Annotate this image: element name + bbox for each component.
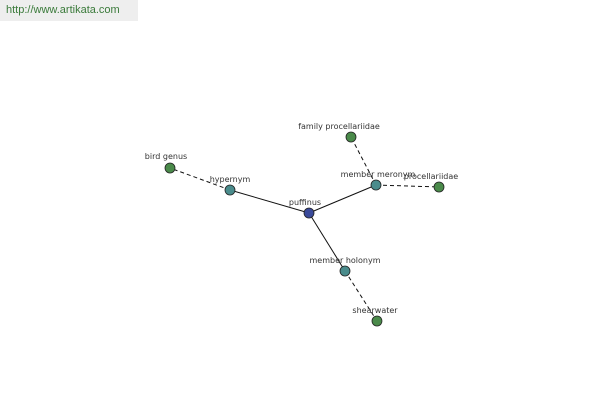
edge-member-holonym-to-shearwater bbox=[344, 270, 378, 322]
edge-puffinus-to-member-holonym bbox=[308, 212, 346, 272]
edge-puffinus-to-hypernym bbox=[229, 189, 310, 214]
node-puffinus[interactable] bbox=[303, 207, 315, 219]
node-label-hypernym[interactable]: hypernym bbox=[210, 175, 251, 184]
node-label-procellariidae[interactable]: procellariidae bbox=[404, 172, 458, 181]
node-label-family-procellariidae[interactable]: family procellariidae bbox=[298, 122, 380, 131]
node-label-shearwater[interactable]: shearwater bbox=[352, 306, 398, 315]
node-bird-genus[interactable] bbox=[164, 162, 176, 174]
node-member-meronym[interactable] bbox=[370, 179, 382, 191]
node-member-holonym[interactable] bbox=[339, 265, 351, 277]
edge-member-meronym-to-family-procellariidae bbox=[350, 136, 377, 186]
graph-labels: puffinus hypernym member meronym member hol… bbox=[145, 122, 458, 315]
graph-edges bbox=[169, 136, 440, 322]
node-family-procellariidae[interactable] bbox=[345, 131, 357, 143]
node-label-member-meronym[interactable]: member meronym bbox=[341, 170, 416, 179]
node-label-member-holonym[interactable]: member holonym bbox=[309, 256, 380, 265]
graph-nodes bbox=[164, 131, 445, 327]
watermark-bar: http://www.artikata.com bbox=[0, 0, 138, 21]
edge-member-meronym-to-procellariidae bbox=[375, 184, 440, 188]
node-hypernym[interactable] bbox=[224, 184, 236, 196]
node-label-puffinus[interactable]: puffinus bbox=[289, 198, 321, 207]
edge-puffinus-to-member-meronym bbox=[308, 184, 377, 214]
edge-hypernym-to-bird-genus bbox=[169, 167, 231, 191]
node-shearwater[interactable] bbox=[371, 315, 383, 327]
watermark-url-link[interactable]: http://www.artikata.com bbox=[6, 4, 120, 16]
node-label-bird-genus[interactable]: bird genus bbox=[145, 152, 187, 161]
node-procellariidae[interactable] bbox=[433, 181, 445, 193]
